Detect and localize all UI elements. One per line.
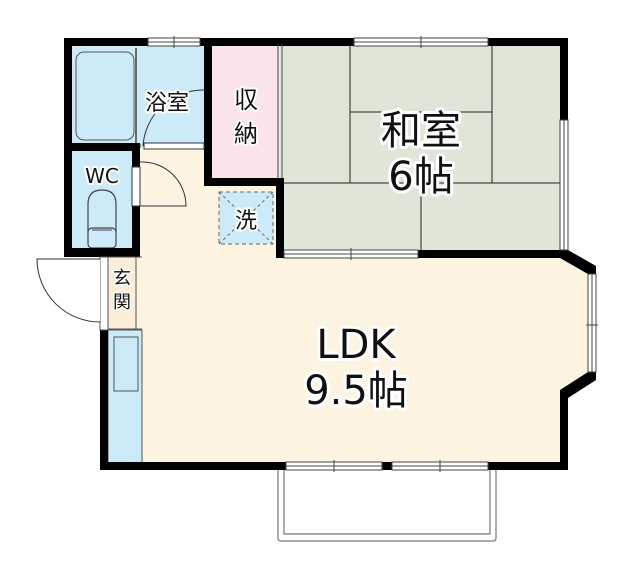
washitsu-label-1: 和室 [381, 108, 461, 154]
walls [64, 38, 596, 470]
washer-label: 洗 [235, 209, 257, 234]
entrance-door [36, 256, 142, 331]
storage-floor [212, 44, 280, 180]
washitsu-floor [280, 44, 566, 256]
entrance-label-1: 玄 [113, 268, 131, 289]
storage-label-1: 収 [234, 86, 258, 114]
windows [147, 36, 598, 472]
bathtub [75, 51, 135, 141]
washitsu-label-2: 6帖 [388, 154, 453, 200]
entrance-floor [108, 257, 136, 329]
ldk-bay-floor [562, 256, 589, 394]
toilet-icon [87, 189, 117, 249]
ldk-label-1: LDK [316, 322, 397, 368]
sink [113, 336, 139, 392]
storage-label-2: 納 [234, 120, 258, 148]
interior-doors [131, 89, 206, 207]
entrance-label-2: 関 [113, 292, 131, 313]
balcony [277, 470, 497, 542]
wc-label: WC [85, 164, 119, 188]
bath-label: 浴室 [145, 91, 189, 116]
ldk-label-2: 9.5帖 [304, 368, 408, 414]
tatami-lines [283, 44, 566, 253]
